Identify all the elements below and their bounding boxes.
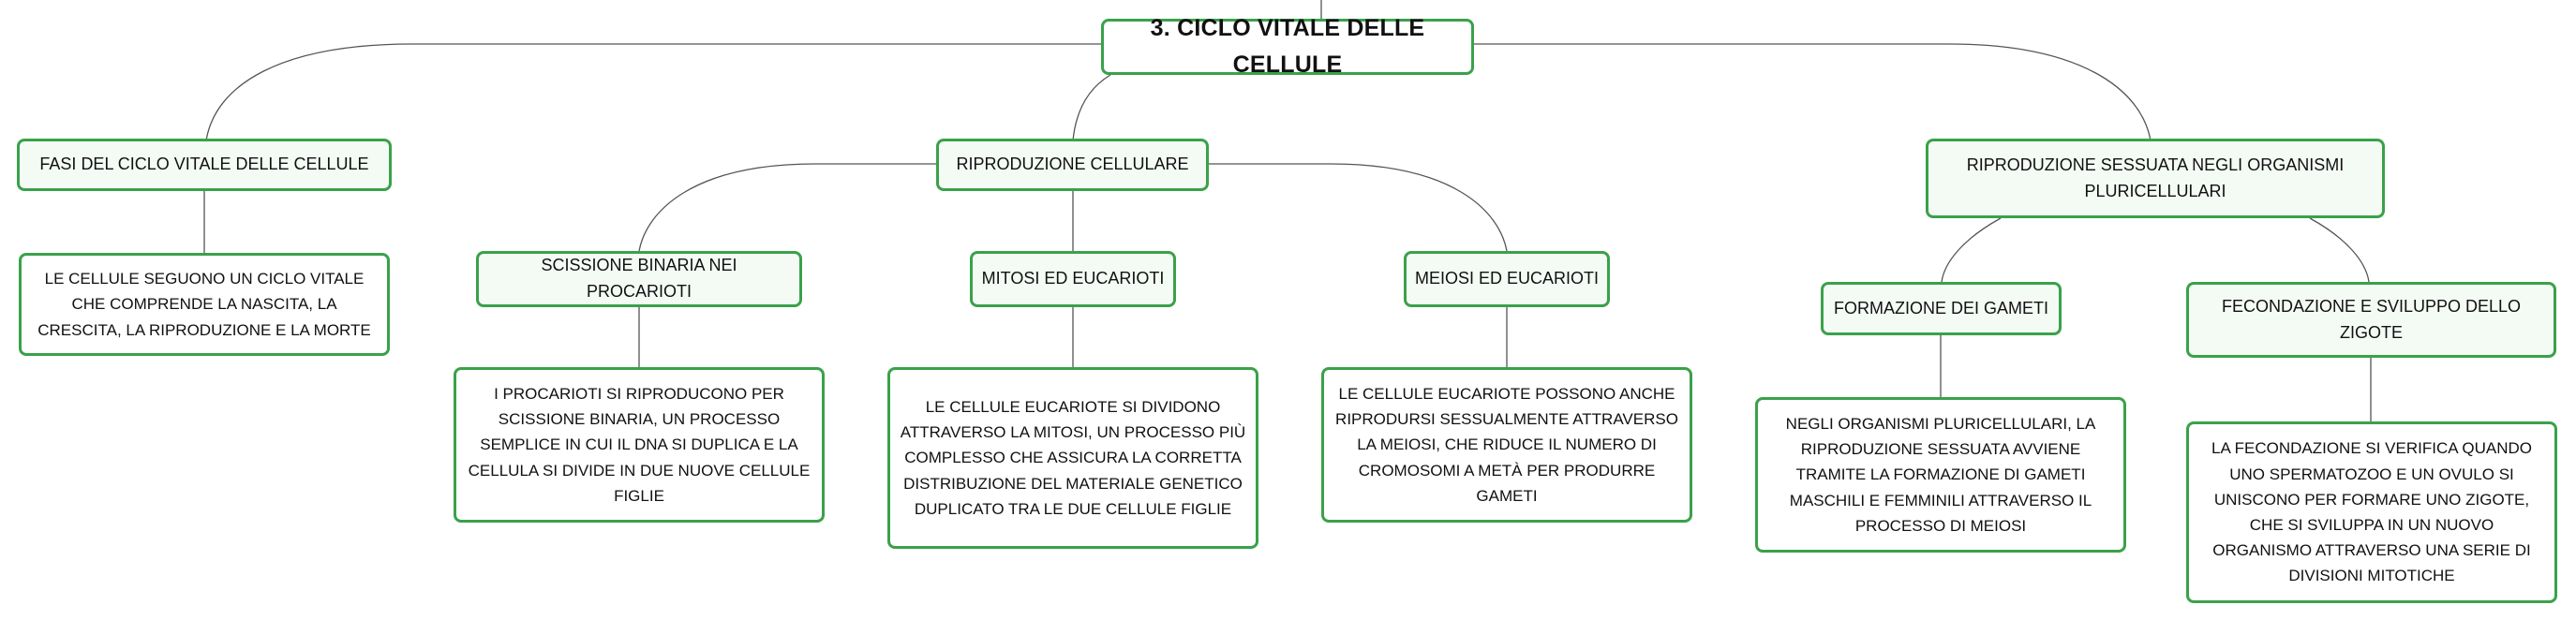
connector-sess-gameti [1941, 217, 2002, 283]
root-label: 3. CICLO VITALE DELLE CELLULE [1150, 15, 1425, 78]
node-formazione-gameti[interactable]: FORMAZIONE DEI GAMETI [1821, 282, 2062, 335]
node-fasi-ciclo[interactable]: FASI DEL CICLO VITALE DELLE CELLULE [17, 139, 392, 191]
connector-root-fasi [205, 43, 1101, 141]
node-label: RIPRODUZIONE CELLULARE [956, 155, 1189, 174]
connector-root-sessuata [1474, 43, 2152, 141]
node-label: FECONDAZIONE E SVILUPPO DELLO ZIGOTE [2221, 296, 2522, 342]
root-node[interactable]: 3. CICLO VITALE DELLE CELLULE [1101, 15, 1474, 78]
node-label: SCISSIONE BINARIA NEI PROCARIOTI [541, 256, 737, 301]
leaf-text: LA FECONDAZIONE SI VERIFICA QUANDO UNO S… [2211, 439, 2532, 585]
node-scissione-binaria[interactable]: SCISSIONE BINARIA NEI PROCARIOTI [476, 251, 802, 307]
node-mitosi-eucarioti[interactable]: MITOSI ED EUCARIOTI [970, 251, 1176, 307]
leaf-scissione-binaria[interactable]: I PROCARIOTI SI RIPRODUCONO PER SCISSION… [454, 367, 825, 523]
connector-sess-fecondazione [2309, 217, 2370, 283]
node-riproduzione-cellulare[interactable]: RIPRODUZIONE CELLULARE [936, 139, 1209, 191]
leaf-text: I PROCARIOTI SI RIPRODUCONO PER SCISSION… [468, 385, 811, 505]
leaf-meiosi-eucarioti[interactable]: LE CELLULE EUCARIOTE POSSONO ANCHE RIPRO… [1321, 367, 1692, 523]
connector-rip-meiosi [1209, 163, 1508, 252]
leaf-fasi-ciclo[interactable]: LE CELLULE SEGUONO UN CICLO VITALE CHE C… [19, 253, 390, 356]
leaf-formazione-gameti[interactable]: NEGLI ORGANISMI PLURICELLULARI, LA RIPRO… [1755, 397, 2126, 553]
leaf-fecondazione-zigote[interactable]: LA FECONDAZIONE SI VERIFICA QUANDO UNO S… [2186, 421, 2557, 603]
node-label: MEIOSI ED EUCARIOTI [1414, 269, 1600, 288]
leaf-text: LE CELLULE SEGUONO UN CICLO VITALE CHE C… [37, 270, 371, 339]
leaf-text: NEGLI ORGANISMI PLURICELLULARI, LA RIPRO… [1785, 415, 2096, 535]
connector-root-riproduzione [1072, 74, 1111, 141]
node-label: FORMAZIONE DEI GAMETI [1833, 298, 2048, 317]
node-fecondazione-zigote[interactable]: FECONDAZIONE E SVILUPPO DELLO ZIGOTE [2186, 282, 2556, 358]
leaf-text: LE CELLULE EUCARIOTE SI DIVIDONO ATTRAVE… [900, 398, 1246, 518]
node-label: RIPRODUZIONE SESSUATA NEGLI ORGANISMI PL… [1966, 155, 2345, 200]
node-label: FASI DEL CICLO VITALE DELLE CELLULE [39, 155, 369, 174]
leaf-mitosi-eucarioti[interactable]: LE CELLULE EUCARIOTE SI DIVIDONO ATTRAVE… [887, 367, 1258, 549]
node-label: MITOSI ED EUCARIOTI [981, 269, 1165, 288]
connector-rip-scissione [638, 163, 936, 252]
node-riproduzione-sessuata[interactable]: RIPRODUZIONE SESSUATA NEGLI ORGANISMI PL… [1926, 139, 2385, 218]
leaf-text: LE CELLULE EUCARIOTE POSSONO ANCHE RIPRO… [1335, 385, 1678, 505]
node-meiosi-eucarioti[interactable]: MEIOSI ED EUCARIOTI [1404, 251, 1610, 307]
